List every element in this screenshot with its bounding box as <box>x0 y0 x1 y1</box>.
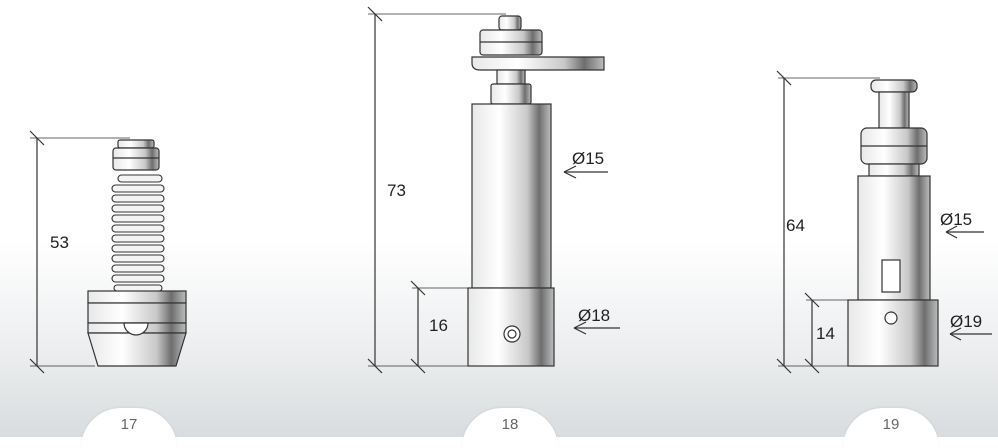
part-19-number-tab: 19 <box>843 408 939 448</box>
part-19-base-height-label: 14 <box>816 324 835 343</box>
part-18-height-label: 73 <box>387 181 406 200</box>
part-19-height-dimension <box>776 70 880 374</box>
technical-drawing: 53 73 16 Ø15 Ø18 64 14 Ø15 Ø19 <box>29 6 992 374</box>
part-19-number: 19 <box>882 416 900 433</box>
spring <box>111 174 165 292</box>
part-17-height-dimension <box>29 130 130 374</box>
part-18-base-dimension <box>410 280 470 374</box>
part-17-drawing <box>29 130 187 374</box>
part-19-shaft-diameter-label: Ø15 <box>940 210 972 229</box>
part-18-number-tab: 18 <box>462 408 558 448</box>
part-18-base-leader <box>573 321 620 335</box>
part-17-height-label: 53 <box>50 233 69 252</box>
part-19-base-dimension <box>804 292 850 374</box>
part-18-shaft-leader <box>563 165 608 179</box>
part-18-shaft-diameter-label: Ø15 <box>572 149 604 168</box>
part-17-number-tab: 17 <box>81 408 177 448</box>
part-18-number: 18 <box>501 416 519 433</box>
part-19-base-leader <box>949 327 992 341</box>
part-19-height-label: 64 <box>786 216 805 235</box>
part-18-height-dimension <box>367 6 506 374</box>
part-19-shaft-leader <box>945 225 984 239</box>
part-18-base-diameter-label: Ø18 <box>578 306 610 325</box>
part-19-drawing <box>776 70 992 374</box>
part-18-base-height-label: 16 <box>429 316 448 335</box>
part-18-drawing <box>367 6 620 374</box>
part-17-number: 17 <box>120 416 138 433</box>
part-19-base-diameter-label: Ø19 <box>950 312 982 331</box>
